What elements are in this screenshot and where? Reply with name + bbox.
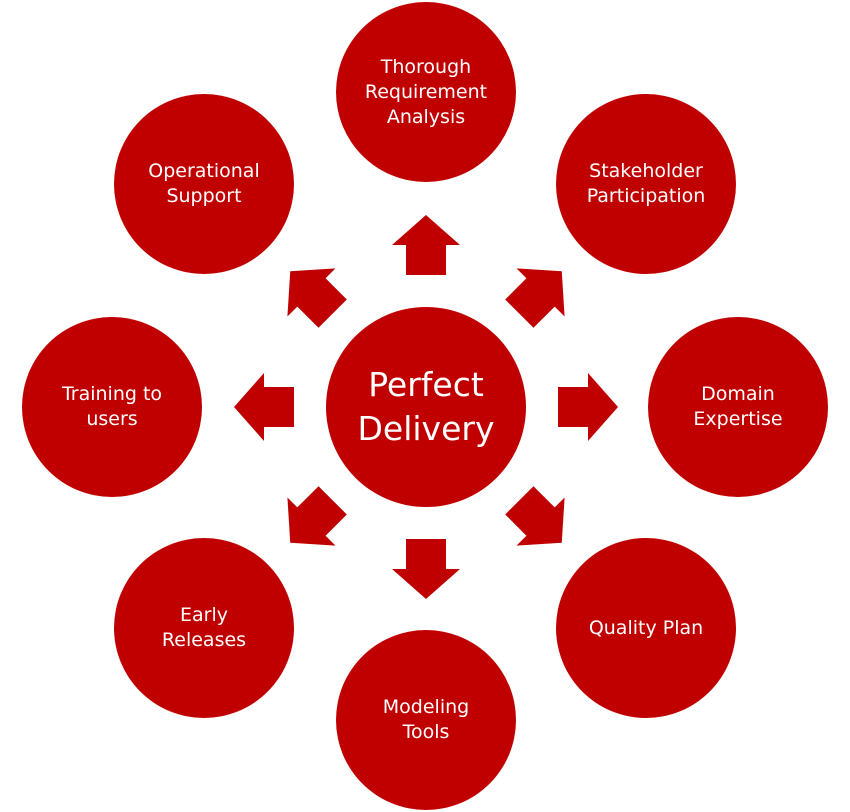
node-label: Stakeholder Participation: [586, 160, 706, 207]
node-label: Early Releases: [161, 604, 247, 651]
arrow-to-training-to-users: [234, 373, 294, 441]
node-label: Domain Expertise: [693, 383, 783, 430]
arrow-to-operational-support: [287, 268, 347, 328]
center-label: Perfect Delivery: [357, 365, 495, 448]
node-thorough-requirement-analysis: Thorough Requirement Analysis: [336, 2, 516, 182]
node-training-to-users: Training to users: [22, 317, 202, 497]
arrow-to-thorough-requirement-analysis: [392, 215, 460, 275]
node-early-releases: Early Releases: [114, 538, 294, 718]
node-domain-expertise: Domain Expertise: [648, 317, 828, 497]
arrow-to-modeling-tools: [392, 539, 460, 599]
node-stakeholder-participation: Stakeholder Participation: [556, 94, 736, 274]
arrow-to-domain-expertise: [558, 373, 618, 441]
arrow-to-quality-plan: [505, 486, 565, 546]
node-label: Training to users: [61, 383, 163, 430]
node-label: Operational Support: [148, 160, 260, 207]
node-label: Modeling Tools: [382, 696, 470, 743]
arrow-to-early-releases: [287, 486, 347, 546]
node-modeling-tools: Modeling Tools: [336, 630, 516, 810]
arrow-to-stakeholder-participation: [505, 268, 565, 328]
node-quality-plan: Quality Plan: [556, 538, 736, 718]
center-node-perfect-delivery: Perfect Delivery: [326, 307, 526, 507]
node-operational-support: Operational Support: [114, 94, 294, 274]
node-label: Thorough Requirement Analysis: [364, 55, 488, 128]
node-label: Quality Plan: [588, 616, 704, 639]
